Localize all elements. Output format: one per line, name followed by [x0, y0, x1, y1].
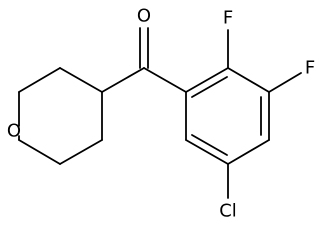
bond-c3-c2	[18, 67, 61, 93]
bond-c6-c5	[18, 139, 61, 165]
benzene-ring	[185, 67, 270, 165]
bond-c4-c3	[59, 67, 103, 93]
fluorine-meta-label: F	[305, 58, 315, 79]
chlorine-label: Cl	[219, 201, 237, 222]
chemical-structure-diagram: O O F F Cl	[7, 6, 315, 222]
bond-ar5-ar6-inner	[191, 134, 228, 156]
bond-ar1-ar2-inner	[191, 76, 228, 98]
tetrahydropyran-ring	[18, 67, 103, 165]
bond-c5-c4	[59, 139, 103, 165]
bond-carbonyl-to-aryl	[143, 67, 187, 93]
atom-labels: O O F F Cl	[7, 6, 315, 222]
ring-oxygen-label: O	[7, 121, 21, 142]
bond-ring-to-carbonyl	[101, 67, 145, 93]
bond-ar2-ar3	[227, 67, 270, 93]
ketone-group	[101, 27, 187, 93]
fluorine-ortho-label: F	[223, 8, 233, 29]
carbonyl-oxygen-label: O	[137, 6, 151, 27]
bond-to-fluorine-meta	[268, 72, 302, 93]
bond-ar4-ar5	[227, 139, 270, 165]
substituent-bonds	[227, 29, 302, 199]
bond-ar5-ar6	[185, 139, 229, 165]
bond-ar1-ar2	[185, 67, 229, 93]
